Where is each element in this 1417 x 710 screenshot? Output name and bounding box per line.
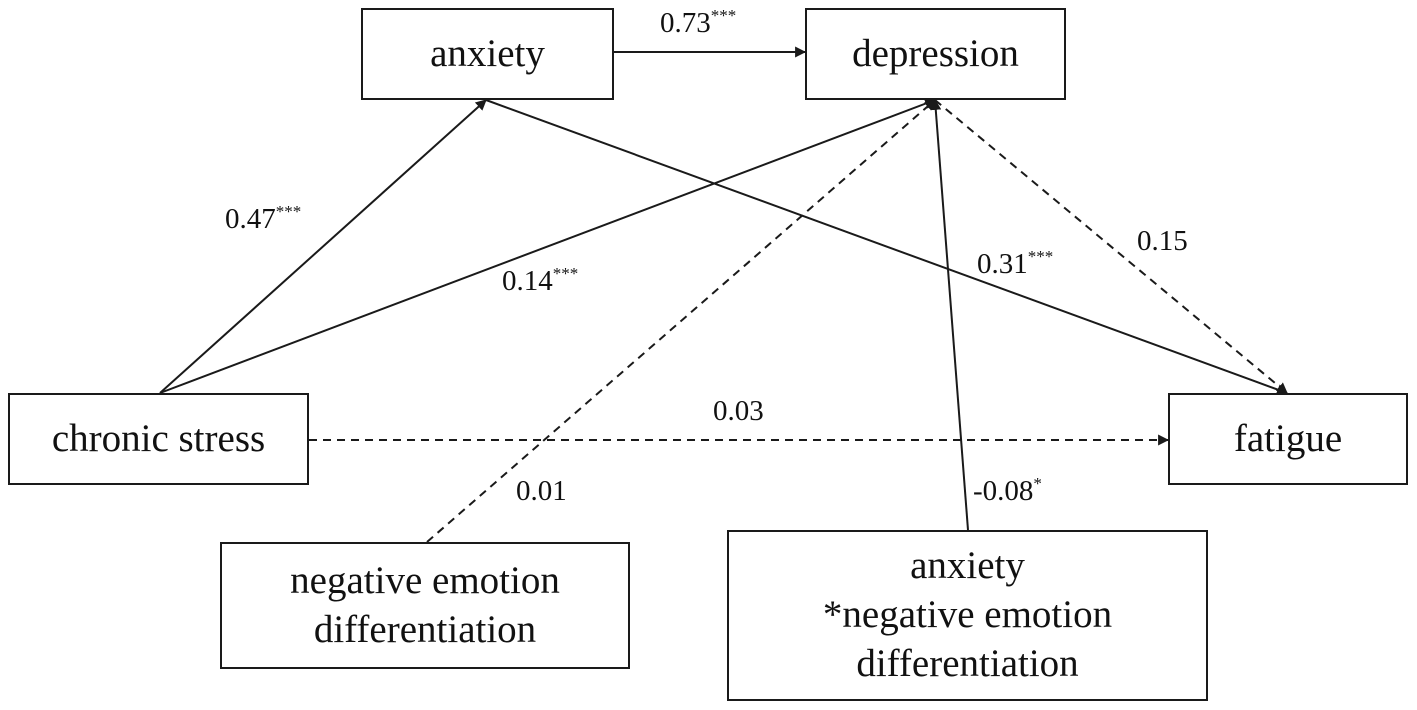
node-interaction-label-line3: differentiation <box>856 641 1079 685</box>
node-fatigue-label: fatigue <box>1233 416 1343 460</box>
arrow-ned-to-depression <box>426 99 936 543</box>
node-depression-label: depression <box>852 31 1019 75</box>
coef-chronic-stress-to-anxiety: 0.47*** <box>225 202 301 235</box>
node-depression: depression <box>805 8 1066 100</box>
node-chronic-stress: chronic stress <box>8 393 309 485</box>
coef-ned-to-depression: 0.01 <box>516 475 567 507</box>
node-fatigue: fatigue <box>1168 393 1408 485</box>
arrow-anxiety-to-fatigue <box>485 99 1289 395</box>
node-chronic-stress-label: chronic stress <box>51 416 266 460</box>
node-anxiety: anxiety <box>361 8 614 100</box>
node-interaction-term: anxiety *negative emotion differentiatio… <box>727 530 1208 701</box>
coef-anxiety-to-depression: 0.73*** <box>660 6 736 39</box>
node-interaction-label-line2: *negative emotion <box>822 593 1113 637</box>
node-interaction-label-line1: anxiety <box>910 544 1025 588</box>
coef-depression-to-fatigue: 0.15 <box>1137 225 1188 257</box>
node-anxiety-label: anxiety <box>430 31 545 75</box>
coef-anxiety-to-fatigue: 0.31*** <box>977 247 1053 280</box>
coef-interaction-to-depression: -0.08* <box>973 474 1042 507</box>
node-ned-label-line1: negative emotion <box>290 558 560 602</box>
node-negative-emotion-differentiation: negative emotion differentiation <box>220 542 630 669</box>
arrow-interaction-to-depression <box>930 98 969 531</box>
arrow-depression-to-fatigue <box>934 99 1288 394</box>
node-ned-label-line2: differentiation <box>313 607 537 651</box>
arrow-chronic-stress-to-depression <box>159 98 937 394</box>
coef-chronic-stress-to-fatigue: 0.03 <box>713 395 764 427</box>
coef-chronic-stress-to-depression: 0.14*** <box>502 264 578 297</box>
arrow-chronic-stress-to-anxiety <box>159 99 487 394</box>
